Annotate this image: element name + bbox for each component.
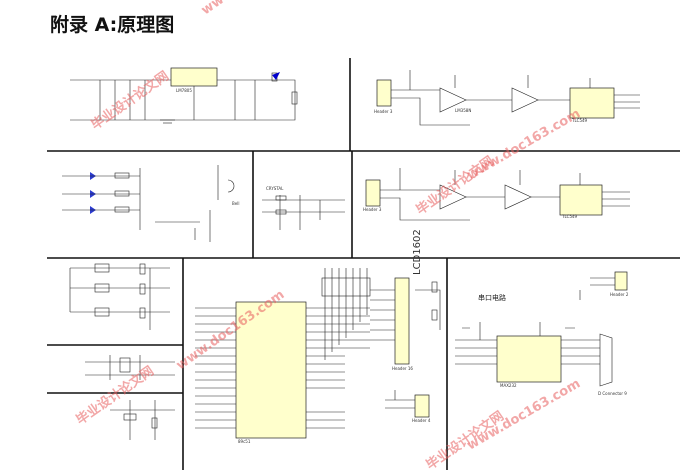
watermarks: 毕业设计论文网 www.doc163.com 毕业设计论文网 www.doc16… (73, 0, 583, 470)
svg-text:MAX232: MAX232 (500, 383, 517, 388)
regulator-label: LM7805 (176, 88, 192, 93)
led-indicator-circuit: Bell (62, 165, 239, 242)
svg-text:www.doc163.com: www.doc163.com (199, 0, 313, 18)
keypad-circuit (69, 263, 170, 330)
svg-text:Header 16: Header 16 (392, 366, 413, 371)
svg-text:Header 4: Header 4 (412, 418, 431, 423)
svg-text:Header 3: Header 3 (363, 207, 382, 212)
power-supply-circuit: LM7805 (70, 67, 298, 124)
capacitor-network: CRYSTAL (262, 186, 345, 230)
svg-text:LM358N: LM358N (455, 108, 471, 113)
svg-text:www.doc163.com: www.doc163.com (465, 106, 584, 183)
voltage-regulator-chip (170, 67, 218, 87)
svg-text:TLC549: TLC549 (571, 118, 588, 123)
svg-text:D Connector 9: D Connector 9 (598, 391, 627, 396)
serial-label: 串口电路 (478, 293, 506, 302)
svg-text:毕业设计论文网: 毕业设计论文网 (73, 363, 157, 428)
sensor-amp-circuit-2: Header 3 TLC549 (363, 168, 630, 221)
microcontroller: 89c51 (195, 268, 371, 444)
svg-text:毕业设计论文网: 毕业设计论文网 (88, 68, 172, 133)
svg-text:89c51: 89c51 (238, 439, 251, 444)
svg-text:Bell: Bell (232, 201, 239, 206)
max232-chip (496, 335, 562, 383)
db9-connector (599, 333, 613, 387)
reset-circuit (110, 400, 175, 440)
adc-chip-1 (569, 87, 615, 119)
led-indicator (272, 72, 280, 80)
lcd-label: LCD1602 (412, 229, 423, 275)
svg-text:Header 3: Header 3 (374, 109, 393, 114)
svg-text:TLC549: TLC549 (561, 214, 578, 219)
mcu-chip (235, 301, 307, 439)
resistor-array (321, 277, 371, 297)
lcd-connector: Header 16 LCD1602 (370, 229, 441, 371)
opamp-2 (511, 87, 539, 113)
header-connector (376, 79, 392, 107)
adc-chip-2 (559, 184, 603, 216)
svg-text:www.doc163.com: www.doc163.com (465, 376, 584, 453)
serial-circuit: 串口电路 MAX232 D Connector 9 Header 2 (455, 271, 629, 396)
sensor-amp-circuit-1: Header 3 LM358N TLC549 (374, 70, 640, 126)
svg-text:CRYSTAL: CRYSTAL (266, 186, 284, 191)
page-title: 附录 A:原理图 (50, 14, 175, 36)
header-4-connector: Header 4 (385, 390, 431, 423)
oscillator-circuit (85, 355, 175, 380)
svg-text:Header 2: Header 2 (610, 292, 629, 297)
buzzer (227, 179, 235, 193)
opamp-1 (439, 87, 467, 113)
lcd-header (394, 277, 410, 365)
section-dividers (47, 58, 680, 470)
